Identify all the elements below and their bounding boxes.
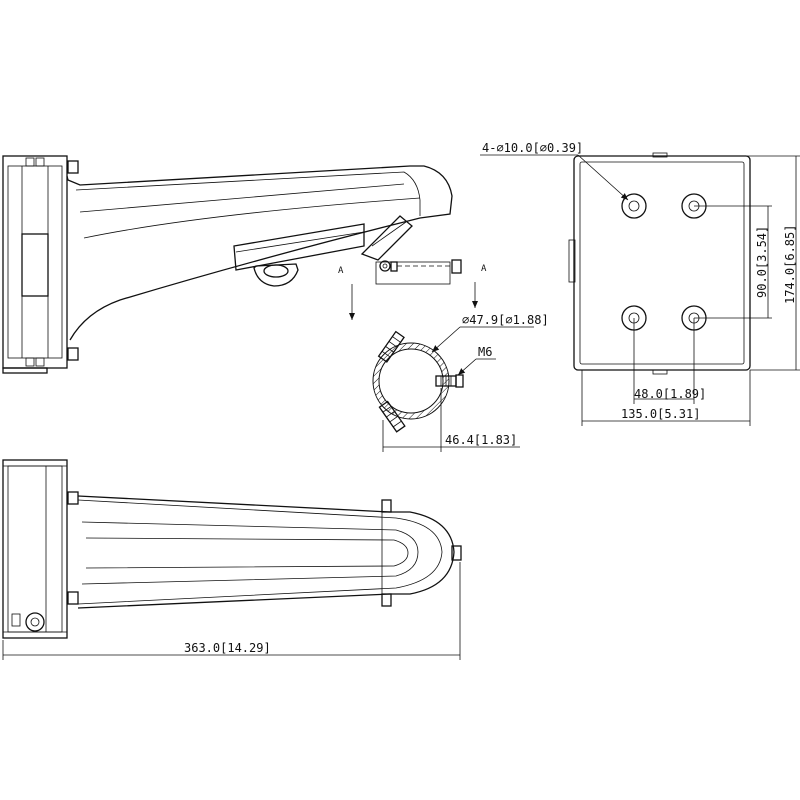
screw-label: M6 <box>478 345 492 359</box>
pipe-section: 46.4[1.83] ⌀47.9[⌀1.88] M6 <box>372 313 549 452</box>
pipe-offset-dim: 46.4[1.83] <box>445 433 517 447</box>
plate-width-dim: 135.0[5.31] <box>621 407 700 421</box>
pipe-diameter-dim: ⌀47.9[⌀1.88] <box>462 313 549 327</box>
section-label-left: A <box>338 266 344 276</box>
overall-length-dim: 363.0[14.29] <box>184 641 271 655</box>
hole-vertical-spacing-dim: 90.0[3.54] <box>755 226 769 298</box>
top-view: 363.0[14.29] <box>2 459 462 660</box>
plate-height-dim: 174.0[6.85] <box>783 225 797 304</box>
plate-front-view: 4-⌀10.0[⌀0.39] 90.0[3.54] 174.0[6.85] 48… <box>480 141 800 426</box>
side-view: A A <box>2 155 487 374</box>
hole-horizontal-spacing-dim: 48.0[1.89] <box>634 387 706 401</box>
hole-spec-dim: 4-⌀10.0[⌀0.39] <box>482 141 583 155</box>
section-label-right: A <box>481 264 487 274</box>
